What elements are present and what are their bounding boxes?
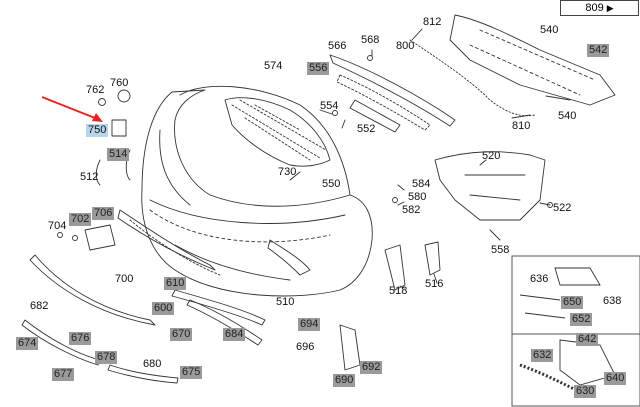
- part-label-652[interactable]: 652: [570, 313, 593, 326]
- part-label-514[interactable]: 514: [107, 148, 130, 161]
- part-label-542[interactable]: 542: [587, 44, 610, 57]
- part-label-540-top[interactable]: 540: [540, 24, 559, 36]
- part-label-762[interactable]: 762: [86, 84, 105, 96]
- part-label-522[interactable]: 522: [553, 202, 572, 214]
- part-label-520[interactable]: 520: [482, 150, 501, 162]
- part-label-800[interactable]: 800: [396, 40, 415, 52]
- part-label-600[interactable]: 600: [152, 302, 175, 315]
- part-label-680[interactable]: 680: [143, 358, 162, 370]
- part-label-518[interactable]: 518: [389, 285, 408, 297]
- part-label-812[interactable]: 812: [423, 16, 442, 28]
- part-label-550[interactable]: 550: [322, 178, 341, 190]
- part-label-694[interactable]: 694: [298, 318, 321, 331]
- part-label-702[interactable]: 702: [69, 213, 92, 226]
- part-label-810[interactable]: 810: [512, 120, 531, 132]
- part-label-556[interactable]: 556: [307, 62, 330, 75]
- part-label-566[interactable]: 566: [328, 40, 347, 52]
- part-label-610[interactable]: 610: [164, 277, 187, 290]
- page-label: 809: [585, 2, 604, 14]
- part-label-568[interactable]: 568: [361, 34, 380, 46]
- part-label-516[interactable]: 516: [425, 278, 444, 290]
- part-label-584[interactable]: 584: [412, 178, 431, 190]
- part-label-540-right[interactable]: 540: [558, 110, 577, 122]
- part-label-558[interactable]: 558: [491, 244, 510, 256]
- part-label-678[interactable]: 678: [95, 351, 118, 364]
- part-label-552[interactable]: 552: [357, 123, 376, 135]
- part-label-760[interactable]: 760: [110, 77, 129, 89]
- part-label-582[interactable]: 582: [402, 204, 421, 216]
- part-label-580[interactable]: 580: [408, 191, 427, 203]
- part-label-670[interactable]: 670: [170, 328, 193, 341]
- part-label-704[interactable]: 704: [48, 220, 67, 232]
- part-label-640[interactable]: 640: [604, 372, 627, 385]
- part-label-675[interactable]: 675: [180, 366, 203, 379]
- part-label-574[interactable]: 574: [264, 60, 283, 72]
- part-label-636[interactable]: 636: [530, 273, 549, 285]
- part-label-730[interactable]: 730: [278, 166, 297, 178]
- part-label-510[interactable]: 510: [276, 296, 295, 308]
- part-label-706[interactable]: 706: [92, 207, 115, 220]
- next-page-button[interactable]: 809▶: [560, 0, 639, 16]
- part-label-630[interactable]: 630: [574, 385, 597, 398]
- part-label-674[interactable]: 674: [16, 337, 39, 350]
- part-label-684[interactable]: 684: [223, 328, 246, 341]
- grille-frame: [224, 97, 331, 167]
- part-label-696[interactable]: 696: [296, 341, 315, 353]
- part-label-692[interactable]: 692: [360, 361, 383, 374]
- part-label-682[interactable]: 682: [30, 300, 49, 312]
- part-label-554[interactable]: 554: [320, 100, 339, 112]
- part-label-690[interactable]: 690: [333, 374, 356, 387]
- part-label-750[interactable]: 750: [86, 124, 109, 137]
- part-label-700[interactable]: 700: [115, 273, 134, 285]
- part-label-677[interactable]: 677: [52, 368, 75, 381]
- part-label-676[interactable]: 676: [69, 332, 92, 345]
- part-label-632[interactable]: 632: [531, 349, 554, 362]
- part-label-650[interactable]: 650: [561, 296, 584, 309]
- crossmember: [449, 14, 616, 106]
- part-label-512[interactable]: 512: [80, 171, 99, 183]
- arrow-right-icon: ▶: [606, 3, 614, 13]
- part-label-642[interactable]: 642: [576, 333, 599, 346]
- part-label-638[interactable]: 638: [603, 295, 622, 307]
- red-arrow: [41, 96, 101, 121]
- bumper-cover: [141, 89, 373, 297]
